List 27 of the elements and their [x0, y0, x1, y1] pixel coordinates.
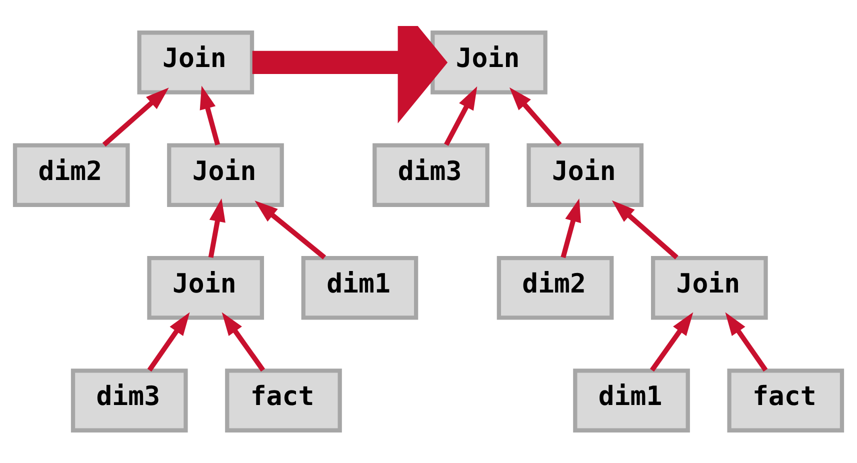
arrow	[222, 312, 266, 372]
node-box: fact	[727, 368, 844, 432]
arrow	[509, 87, 562, 146]
node-box: fact	[225, 368, 342, 432]
arrow	[612, 200, 678, 260]
node-box: dim1	[301, 256, 418, 320]
arrow	[252, 26, 448, 124]
node-box: dim3	[372, 143, 490, 208]
arrow	[254, 200, 326, 260]
arrow	[560, 198, 581, 258]
arrow	[200, 86, 220, 146]
arrow	[444, 86, 478, 146]
node-box: dim1	[573, 368, 690, 432]
arrow	[208, 198, 226, 258]
node-box: Join	[137, 30, 254, 94]
arrow	[147, 312, 190, 372]
node-box: dim3	[70, 368, 188, 432]
node-box: Join	[167, 143, 284, 208]
node-box: Join	[650, 256, 768, 320]
node-box: Join	[526, 143, 644, 208]
node-box: dim2	[496, 256, 614, 320]
node-box: Join	[430, 30, 548, 94]
arrow	[102, 88, 169, 147]
arrow	[650, 312, 694, 372]
node-box: Join	[147, 256, 264, 320]
arrow	[725, 312, 768, 372]
node-box: dim2	[12, 143, 130, 208]
